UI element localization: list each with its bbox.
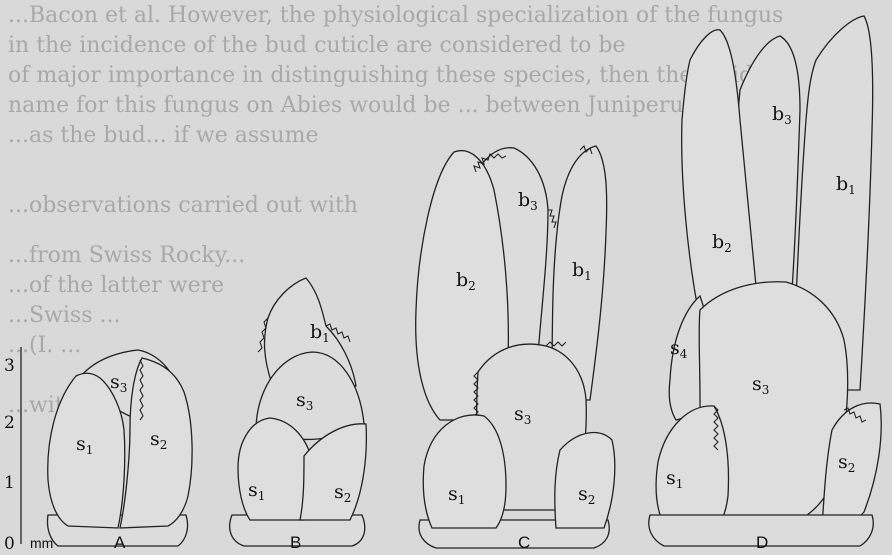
scale-unit: mm [30,535,53,551]
bg-line: name for this fungus on Abies would be .… [8,93,695,118]
bg-line: ...Swiss ... [8,303,120,328]
bg-line: ...Bacon et al. However, the physiologic… [8,3,783,28]
panel-c: b3 b1 b2 s3 s1 s2 C [416,146,615,552]
panel-a: s1 s2 s3 A [47,350,192,552]
panel-label: C [518,533,530,552]
bg-line: ...(I. ... [8,333,81,358]
bg-line: ...from Swiss Rocky... [8,243,245,268]
panel-label: D [756,533,768,552]
panel-b: b1 s3 s1 s2 B [230,278,367,552]
scale-bar: 0 1 2 3 mm [4,347,53,554]
part-label: b1 [310,321,330,345]
bg-line: ...observations carried out with [8,193,358,218]
bg-line: in the incidence of the bud cuticle are … [8,33,625,58]
bg-line: ...of the latter were [8,273,224,298]
panel-label: B [290,533,301,552]
scale-tick-label: 1 [4,473,15,493]
panel-label: A [114,533,126,552]
scale-tick-label: 3 [4,356,15,376]
panel-c-scale-s2 [555,433,615,528]
panel-d: b3 b1 b2 s4 s3 s1 s2 D [649,16,881,552]
scale-tick-label: 2 [4,413,15,433]
bg-line: ...as the bud... if we assume [8,123,318,148]
bg-line: of major importance in distinguishing th… [8,63,753,88]
panel-c-scale-s1 [423,415,506,528]
scale-tick-label: 0 [4,534,15,554]
